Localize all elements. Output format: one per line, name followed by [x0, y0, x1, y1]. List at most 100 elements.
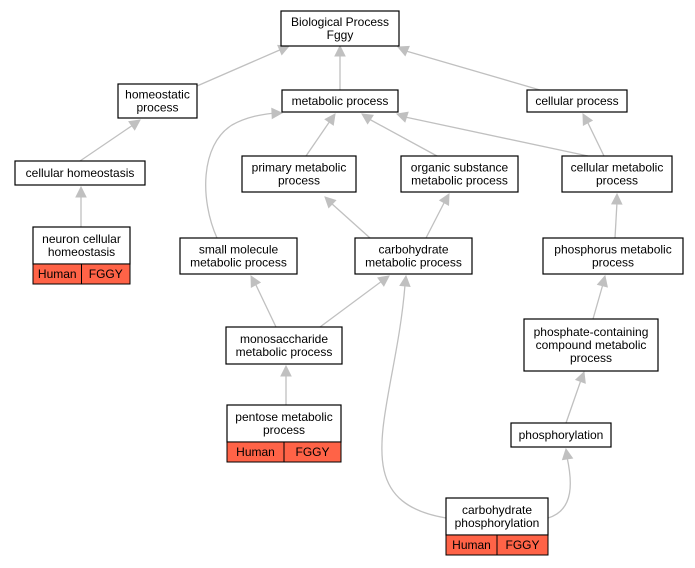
edge-line	[305, 120, 331, 157]
arrowhead	[250, 275, 262, 288]
arrowhead	[128, 119, 141, 131]
edge-line	[547, 456, 571, 519]
node-box	[400, 155, 519, 193]
edge-line	[196, 48, 283, 87]
node-met[interactable]: metabolic process	[281, 89, 399, 113]
node-box	[542, 237, 684, 275]
node-cell[interactable]: cellular process	[526, 89, 628, 113]
arrowhead	[75, 185, 87, 198]
arrowhead	[399, 274, 411, 288]
node-label: process	[570, 351, 612, 365]
node-box	[510, 422, 612, 448]
node-label: metabolic process	[411, 174, 508, 188]
edge-cell-to-bp	[396, 45, 541, 91]
annotation-label: Human	[38, 267, 77, 281]
edge-phosmet-to-cellmet	[610, 192, 623, 239]
arrowhead	[361, 113, 374, 125]
node-box	[280, 10, 400, 47]
edge-primet-to-met	[305, 113, 336, 157]
node-label: pentose metabolic	[235, 410, 332, 424]
arrowhead	[438, 193, 450, 206]
node-label: small molecule	[199, 243, 279, 257]
node-label: carbohydrate	[462, 503, 532, 517]
node-chomeo[interactable]: cellular homeostasis	[14, 160, 146, 186]
node-label: phosphorylation	[519, 428, 604, 442]
edge-carbphos-to-phosph	[547, 447, 574, 519]
edge-orgsub-to-met	[361, 113, 438, 157]
node-label: Fggy	[327, 28, 354, 42]
node-label: cellular homeostasis	[26, 166, 135, 180]
node-label: metabolic process	[292, 94, 389, 108]
edge-mono-to-smallmol	[250, 275, 277, 328]
node-label: homeostasis	[48, 245, 115, 259]
arrowhead	[271, 107, 284, 120]
edge-phosph-to-phoscomp	[565, 370, 586, 424]
node-label: phosphorylation	[455, 516, 540, 530]
arrowhead	[561, 447, 574, 461]
edge-carbmet-to-primet	[324, 196, 371, 239]
edge-phoscomp-to-phosmet	[592, 274, 608, 320]
edge-line	[319, 280, 383, 328]
edge-line	[614, 201, 618, 239]
node-box	[561, 155, 673, 193]
node-box	[445, 497, 549, 536]
node-label: phosphate-containing	[534, 325, 649, 339]
node-label: Biological Process	[291, 15, 389, 29]
edge-line	[330, 202, 371, 239]
node-label: neuron cellular	[42, 232, 121, 246]
node-label: phosphorus metabolic	[554, 243, 671, 257]
arrowhead	[582, 113, 594, 126]
annotation-label: FGGY	[505, 538, 539, 552]
edge-smallmol-to-met	[205, 107, 284, 239]
edge-line	[79, 124, 134, 162]
edge-neuron-to-chomeo	[75, 185, 87, 227]
edge-carbmet-to-orgsub	[425, 193, 450, 239]
node-label: cellular process	[535, 94, 618, 108]
node-box	[241, 155, 357, 193]
annotation-label: FGGY	[89, 267, 123, 281]
annotation-cell	[496, 534, 549, 556]
edges-layer	[75, 44, 623, 519]
node-label: primary metabolic	[252, 161, 347, 175]
arrowhead	[377, 275, 390, 287]
edge-mono-to-carbmet	[319, 275, 390, 328]
edge-line	[381, 284, 447, 519]
edge-pentose-to-mono	[280, 364, 292, 405]
edge-line	[368, 118, 438, 157]
node-box	[523, 318, 659, 372]
edge-line	[586, 120, 605, 157]
node-label: metabolic process	[236, 345, 333, 359]
node-label: process	[136, 101, 178, 115]
node-box	[14, 160, 146, 186]
edge-met-to-bp	[334, 44, 346, 90]
edge-homeo-to-bp	[196, 44, 291, 87]
node-box	[32, 226, 131, 265]
annotation-label: Human	[452, 538, 491, 552]
node-box	[354, 237, 473, 275]
arrowhead	[334, 44, 346, 57]
node-label: cellular metabolic	[571, 161, 664, 175]
annotation-label: FGGY	[295, 445, 329, 459]
node-box	[281, 89, 399, 113]
arrowhead	[277, 44, 291, 56]
node-label: process	[596, 174, 638, 188]
edge-cellmet-to-cell	[582, 113, 605, 157]
node-phosph[interactable]: phosphorylation	[510, 422, 612, 448]
annotation-cell	[283, 441, 342, 463]
node-label: metabolic process	[190, 256, 287, 270]
